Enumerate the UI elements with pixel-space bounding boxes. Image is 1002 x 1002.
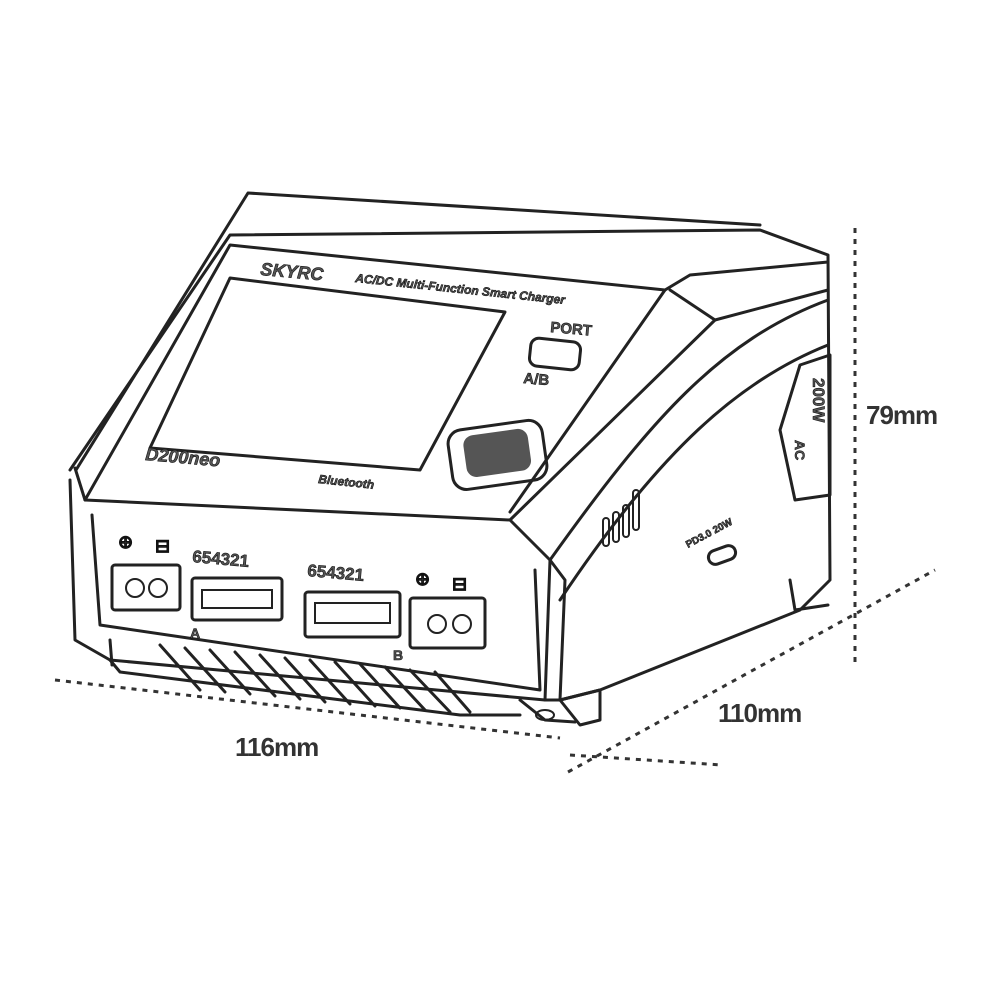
depth-dimension-line: [567, 568, 936, 774]
front-face: [68, 478, 552, 702]
lcd-screen: [148, 276, 507, 472]
usb-port: [706, 544, 738, 566]
brand-logo: SKYRC: [260, 259, 326, 285]
positive-symbol-a: ⊕: [118, 532, 133, 552]
balance-port-a: [190, 576, 284, 622]
output-port-b: [408, 596, 487, 650]
side-power-label: 200W: [809, 378, 828, 423]
model-name: D200neo: [145, 444, 222, 470]
negative-symbol-b: ⊟: [452, 574, 467, 594]
balance-label-a: 654321: [192, 547, 250, 571]
width-dimension-line: [54, 678, 561, 740]
port-label: PORT: [550, 319, 593, 340]
width-dimension-label: 116mm: [235, 732, 318, 762]
port-switch-label: A/B: [523, 370, 550, 389]
front-panel: [83, 243, 667, 514]
control-dial[interactable]: [446, 418, 549, 492]
negative-symbol-a: ⊟: [155, 536, 170, 556]
balance-port-b: [303, 590, 402, 639]
height-dimension-label: 79mm: [866, 400, 937, 430]
channel-b-label: B: [393, 647, 403, 663]
output-port-a: [110, 563, 182, 612]
side-input-label: AC: [792, 440, 808, 460]
side-label-panel: [778, 353, 832, 502]
balance-label-b: 654321: [307, 561, 365, 585]
depth-dimension-tick: [569, 753, 723, 767]
bluetooth-label: Bluetooth: [318, 472, 375, 492]
port-switch-button[interactable]: [527, 336, 583, 372]
front-top-edge: [73, 466, 552, 562]
positive-symbol-b: ⊕: [415, 569, 430, 589]
cooling-vents: [108, 643, 522, 717]
side-buttons: [602, 489, 640, 547]
channel-a-label: A: [190, 625, 200, 641]
depth-dimension-label: 110mm: [718, 698, 801, 728]
